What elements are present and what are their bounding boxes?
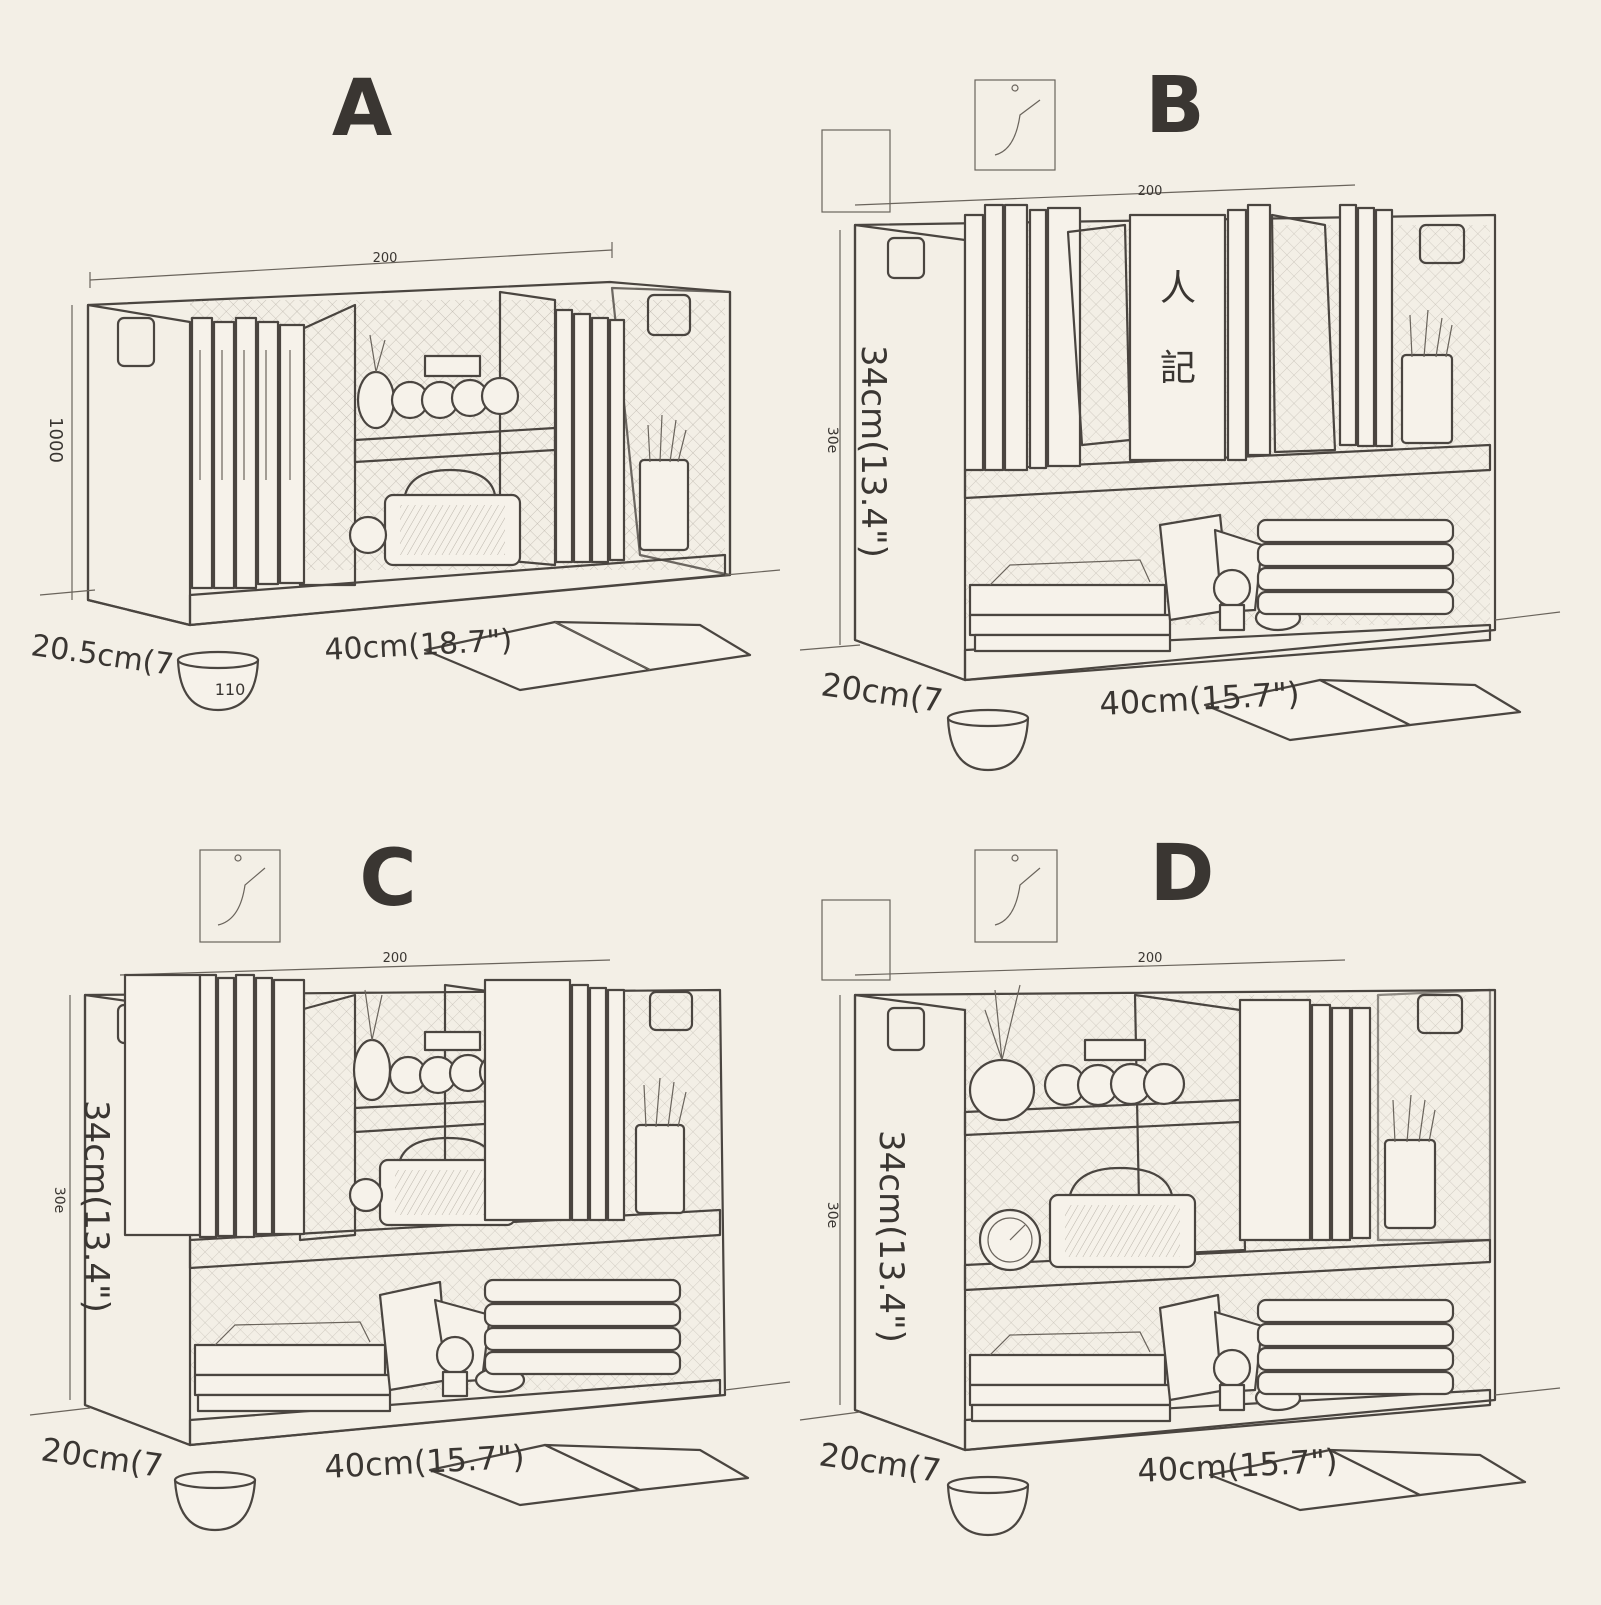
- height-dimension: 34cm(13.4"): [76, 1100, 116, 1313]
- panel-label: C: [359, 834, 416, 924]
- open-book: [428, 1443, 750, 1507]
- side-dimension: 30e: [824, 427, 840, 453]
- side-dimension: 30e: [824, 1202, 840, 1228]
- open-book: [1208, 1448, 1527, 1512]
- side-dimension: 30e: [51, 1187, 67, 1213]
- depth-dimension: 20.5cm(7: [29, 628, 176, 683]
- radio: [348, 468, 522, 567]
- panel-label: D: [1150, 829, 1215, 919]
- tissue-box: [968, 1331, 1172, 1423]
- plant-pot: [968, 984, 1036, 1122]
- depth-dimension: 20cm(7: [817, 1435, 943, 1490]
- pencil-cup: [1400, 309, 1454, 445]
- bowl: [946, 708, 1030, 772]
- radio: [348, 1136, 517, 1227]
- top-dimension: 200: [1138, 184, 1163, 199]
- open-book: [423, 620, 752, 692]
- panel-d: D 200 30e: [799, 829, 1561, 1537]
- svg-text:記: 記: [1160, 348, 1196, 389]
- books-right: [1238, 988, 1492, 1242]
- books-right: [483, 978, 626, 1222]
- open-book: [1203, 678, 1522, 742]
- book-stack: [1256, 518, 1455, 616]
- bowl: [946, 1475, 1030, 1537]
- pencil-cup: [638, 414, 690, 552]
- depth-dimension: 20cm(7: [819, 665, 945, 720]
- bookshelf: [853, 984, 1497, 1452]
- svg-text:人: 人: [1160, 268, 1196, 309]
- cushion: [390, 354, 520, 420]
- tissue-box: [968, 559, 1172, 653]
- book-stack: [1256, 1298, 1455, 1396]
- wall-notes: [821, 79, 1056, 213]
- height-dimension: 34cm(13.4"): [871, 1130, 911, 1343]
- bookshelf: 人 記: [853, 203, 1497, 682]
- pencil-cup: [634, 1077, 687, 1215]
- tissue-box: [193, 1321, 392, 1413]
- bowl: 110: [176, 650, 260, 712]
- radio: [1048, 1166, 1197, 1269]
- top-dimension: 200: [1138, 951, 1163, 966]
- panel-label: B: [1145, 61, 1204, 151]
- book-stack: [483, 1278, 682, 1376]
- books-right: [554, 308, 626, 564]
- bowl: [173, 1470, 257, 1532]
- bookshelf: [83, 973, 727, 1447]
- top-dimension: 200: [383, 951, 408, 966]
- cushion: [1043, 1038, 1186, 1107]
- panel-a: A 200 1000: [29, 64, 781, 712]
- panel-label: A: [332, 64, 392, 154]
- height-dimension: 34cm(13.4"): [853, 345, 893, 558]
- wall-notes: [199, 849, 281, 943]
- pencil-cup: [1383, 1094, 1437, 1230]
- clock: [978, 1208, 1042, 1272]
- depth-dimension: 20cm(7: [39, 1430, 165, 1485]
- books-left: [123, 973, 306, 1239]
- height-dimension: 1000: [45, 417, 66, 463]
- books-left: [190, 316, 306, 590]
- bookshelf: [86, 280, 732, 627]
- panel-c: C 200 30e: [29, 834, 791, 1532]
- panel-b: B 200 30e: [799, 61, 1561, 772]
- top-dimension: 200: [373, 251, 398, 266]
- svg-text:110: 110: [215, 680, 246, 699]
- wall-notes: [821, 849, 1058, 981]
- books-top: 人 記: [963, 203, 1394, 472]
